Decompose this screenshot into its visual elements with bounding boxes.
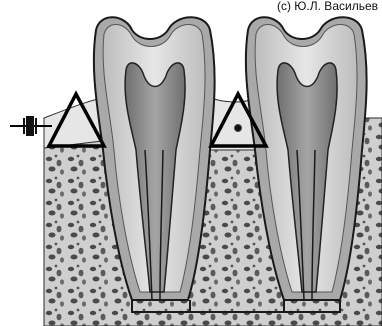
injection-point-icon xyxy=(235,125,242,132)
copyright-credit: (c) Ю.Л. Васильев xyxy=(277,0,378,12)
